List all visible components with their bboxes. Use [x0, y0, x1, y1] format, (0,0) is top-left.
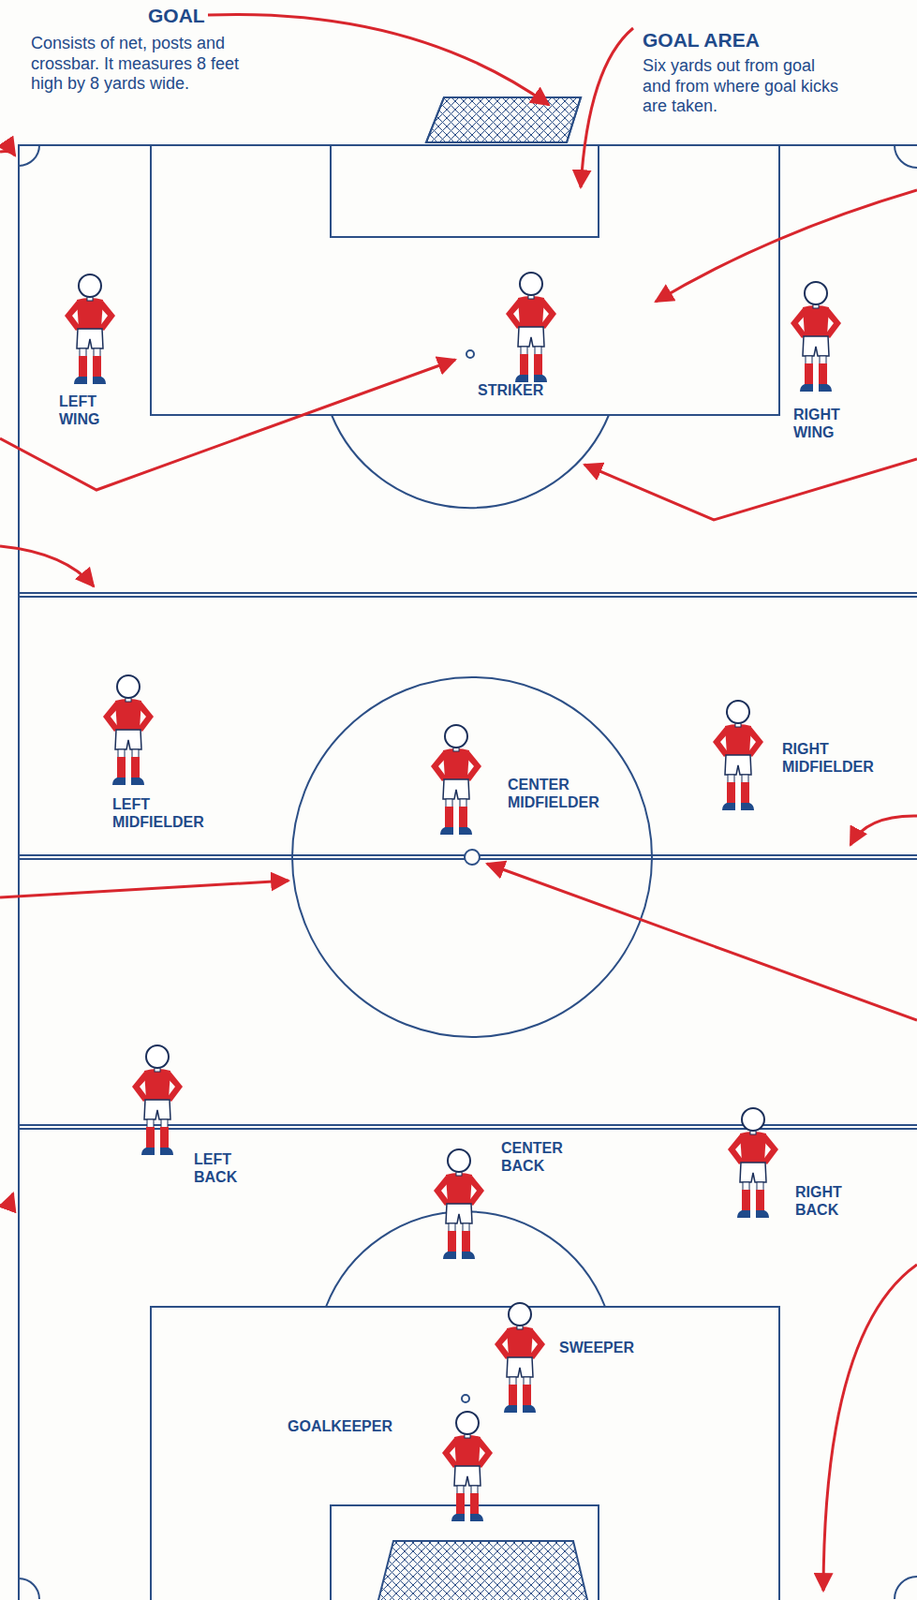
position-label: RIGHT BACK — [795, 1183, 843, 1219]
field-lines — [18, 145, 917, 1600]
position-label: GOALKEEPER — [287, 1417, 393, 1435]
callout-arrows — [0, 14, 917, 1591]
players — [64, 272, 842, 1522]
position-label: CENTER MIDFIELDER — [507, 775, 600, 812]
position-label: LEFT BACK — [193, 1150, 237, 1186]
callout-note: Six yards out from goal and from where g… — [642, 56, 844, 118]
position-label: RIGHT WING — [793, 405, 841, 442]
position-label: LEFT MIDFIELDER — [112, 795, 205, 831]
goal-net — [377, 97, 589, 1600]
position-label: STRIKER — [477, 381, 544, 400]
callout-heading: GOAL — [147, 3, 206, 28]
position-label: LEFT WING — [59, 392, 101, 429]
callout-heading: GOAL AREA — [642, 28, 760, 52]
position-label: RIGHT MIDFIELDER — [782, 739, 874, 776]
position-label: SWEEPER — [559, 1338, 635, 1357]
position-label: CENTER BACK — [501, 1138, 563, 1175]
callout-note: Consists of net, posts and crossbar. It … — [30, 33, 270, 95]
